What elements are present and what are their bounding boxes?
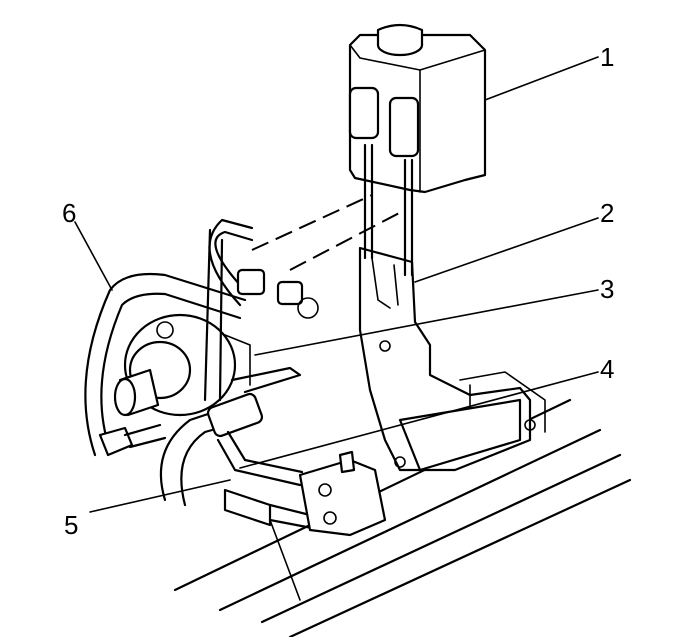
reservoir xyxy=(348,23,487,277)
callout-4: 4 xyxy=(600,354,614,384)
callout-2: 2 xyxy=(600,198,614,228)
leader-lines xyxy=(74,56,599,513)
callout-5: 5 xyxy=(64,510,78,540)
steering-gear xyxy=(298,450,387,537)
callout-1: 1 xyxy=(600,42,614,72)
callout-6: 6 xyxy=(62,198,76,228)
callout-3: 3 xyxy=(600,274,614,304)
mounting-bracket xyxy=(358,246,546,472)
